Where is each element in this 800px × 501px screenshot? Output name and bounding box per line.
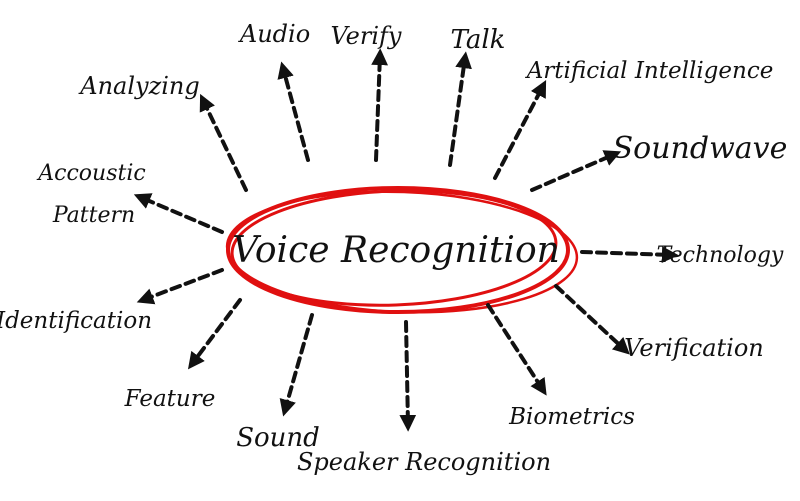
branch-label-soundwave: Soundwave (613, 131, 788, 166)
arrow-to-biometrics (486, 303, 547, 396)
branch-label-artificial-intelligence: Artificial Intelligence (525, 58, 774, 84)
arrow-group (133, 48, 679, 432)
arrow-to-audio (277, 61, 310, 162)
branch-label-biometrics: Biometrics (508, 404, 635, 430)
branch-label-accoustic: Accoustic (36, 161, 145, 186)
arrow-to-artificial-intelligence (493, 80, 547, 180)
arrow-to-analyzing (199, 93, 248, 192)
branch-label-verify: Verify (331, 22, 402, 50)
arrow-to-verification (554, 284, 630, 355)
branch-label-verification: Verification (624, 334, 763, 362)
arrow-to-identification (136, 268, 224, 305)
arrow-to-soundwave (530, 150, 622, 192)
arrow-to-speaker-recognition (399, 320, 417, 432)
branch-label-identification: Identification (0, 308, 152, 334)
arrow-to-technology (580, 246, 679, 264)
branch-label-talk: Talk (451, 25, 506, 55)
branch-label-feature: Feature (124, 386, 216, 412)
arrow-to-talk (448, 51, 472, 167)
branch-label-pattern: Pattern (52, 203, 135, 228)
branch-label-speaker-recognition: Speaker Recognition (297, 448, 551, 476)
center-label: Voice Recognition (232, 230, 560, 271)
arrow-to-accoustic-pattern (133, 193, 224, 234)
arrow-to-verify (371, 48, 389, 162)
arrow-to-sound (279, 313, 314, 417)
branch-label-audio: Audio (238, 20, 310, 48)
arrow-to-feature (187, 298, 242, 370)
branch-label-analyzing: Analyzing (78, 72, 199, 100)
branch-label-technology: Technology (657, 243, 784, 268)
center-circle (225, 186, 579, 314)
branch-label-sound: Sound (236, 423, 320, 453)
